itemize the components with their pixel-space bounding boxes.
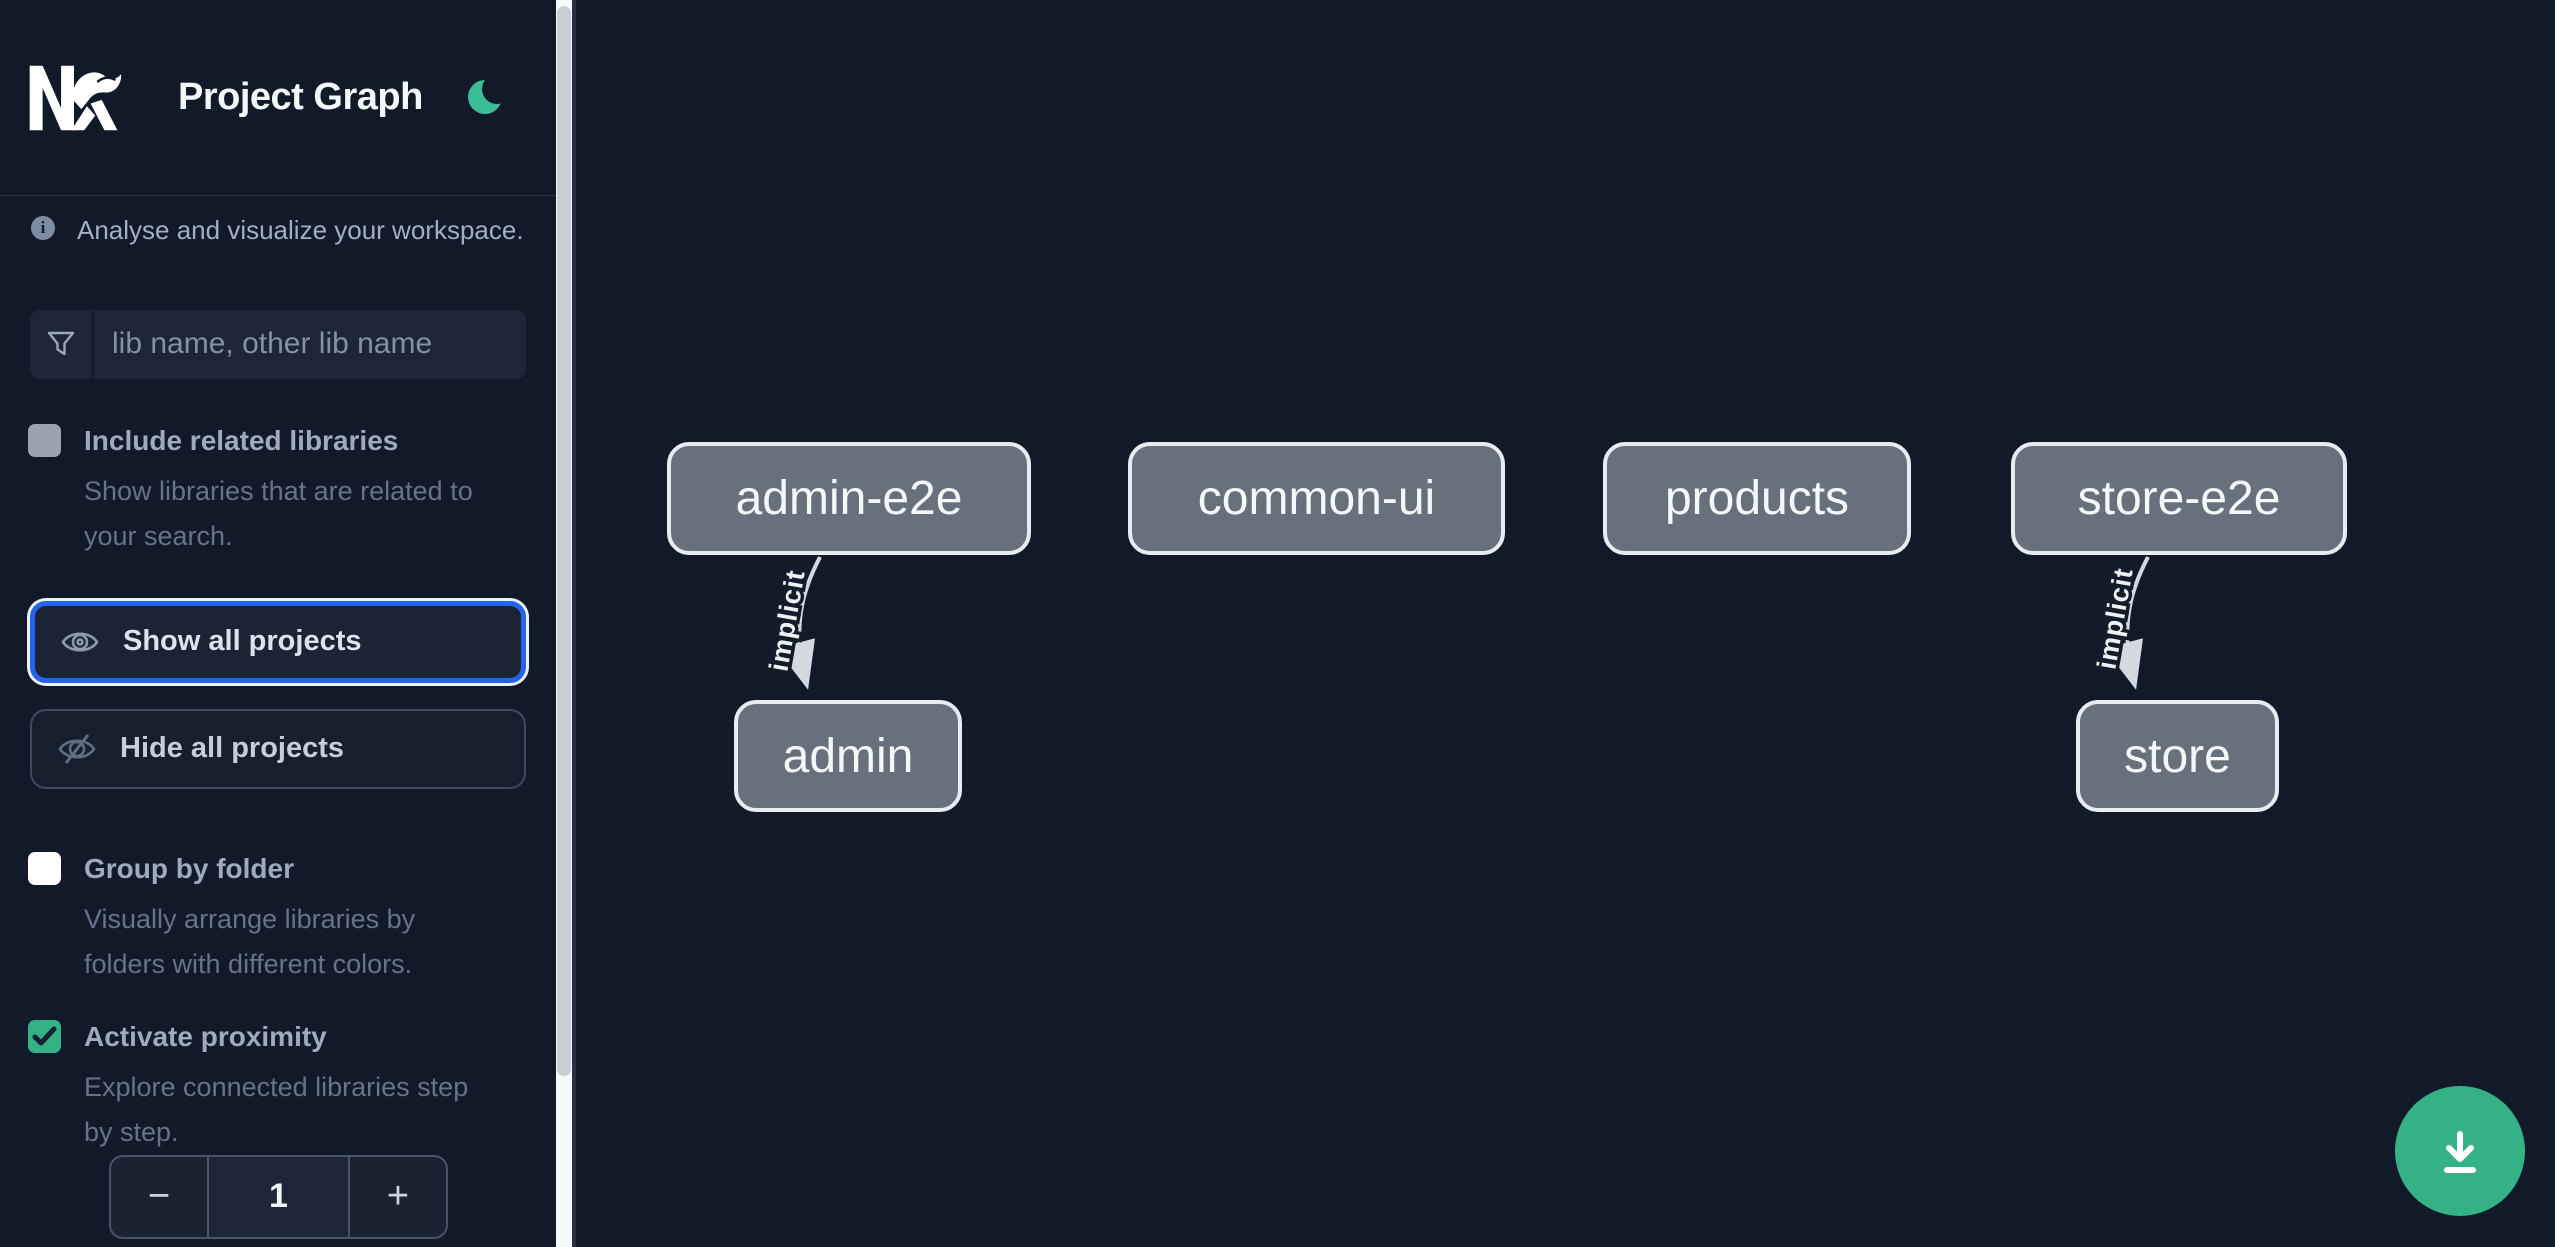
sidebar-scrollbar-thumb[interactable] (557, 6, 571, 1076)
funnel-icon (30, 309, 94, 379)
sidebar-scrollbar-track (556, 0, 572, 1247)
activate-proximity-checkbox[interactable] (28, 1019, 61, 1053)
proximity-value: 1 (207, 1156, 350, 1237)
edge-label-store-e2e: implicit (2091, 565, 2138, 671)
graph-node-products[interactable]: products (1603, 442, 1911, 555)
activate-proximity-description: Explore connected libraries step by step… (84, 1071, 469, 1147)
workspace-info: i Analyse and visualize your workspace. (31, 214, 526, 248)
theme-toggle-button[interactable] (468, 73, 512, 118)
include-related-checkbox[interactable] (28, 423, 61, 457)
page-title: Project Graph (178, 76, 423, 118)
proximity-decrement-button[interactable]: − (111, 1157, 207, 1237)
graph-edge-store-e2e-store (2104, 556, 2150, 690)
group-by-folder-description: Visually arrange libraries by folders wi… (84, 903, 416, 979)
hide-all-projects-button[interactable]: Hide all projects (30, 708, 526, 789)
hide-all-projects-label: Hide all projects (120, 732, 345, 765)
eye-off-icon (58, 733, 96, 764)
filter-group-by-folder: Group by folder Visually arrange librari… (28, 851, 526, 987)
sidebar-header: Project Graph (0, 0, 556, 196)
moon-icon-bite (482, 73, 512, 104)
show-all-projects-label: Show all projects (123, 625, 362, 658)
graph-node-common-ui[interactable]: common-ui (1128, 442, 1505, 555)
include-related-description: Show libraries that are related to your … (84, 475, 473, 551)
info-icon: i (31, 216, 55, 240)
check-icon (32, 1026, 57, 1046)
group-by-folder-label: Group by folder (84, 852, 294, 884)
save-image-button[interactable] (2395, 1086, 2525, 1216)
show-all-projects-button[interactable]: Show all projects (30, 600, 526, 683)
graph-node-admin-e2e[interactable]: admin-e2e (667, 442, 1031, 555)
eye-icon (61, 632, 99, 652)
graph-edge-admin-e2e-admin (776, 556, 822, 690)
graph-node-store[interactable]: store (2076, 700, 2279, 812)
graph-node-store-e2e[interactable]: store-e2e (2011, 442, 2347, 555)
info-text: Analyse and visualize your workspace. (77, 215, 524, 245)
activate-proximity-label: Activate proximity (84, 1020, 327, 1052)
project-graph-canvas[interactable]: implicit implicit admin-e2e common-ui produ… (572, 0, 2555, 1247)
graph-node-admin[interactable]: admin (734, 700, 962, 812)
sidebar: Project Graph i Analyse and visualize yo… (0, 0, 556, 1247)
proximity-stepper: − 1 + (109, 1154, 448, 1239)
nx-logo (29, 65, 122, 130)
filter-include-related: Include related libraries Show libraries… (28, 423, 526, 559)
download-icon (2444, 1131, 2476, 1173)
search-input[interactable] (94, 309, 526, 379)
filter-search (30, 309, 526, 379)
filter-activate-proximity: Activate proximity Explore connected lib… (28, 1019, 526, 1155)
group-by-folder-checkbox[interactable] (28, 851, 61, 885)
graph-edges-layer: implicit implicit (760, 556, 2150, 690)
proximity-increment-button[interactable]: + (350, 1157, 446, 1237)
edge-label-admin-e2e: implicit (763, 567, 810, 673)
include-related-label: Include related libraries (84, 424, 399, 456)
